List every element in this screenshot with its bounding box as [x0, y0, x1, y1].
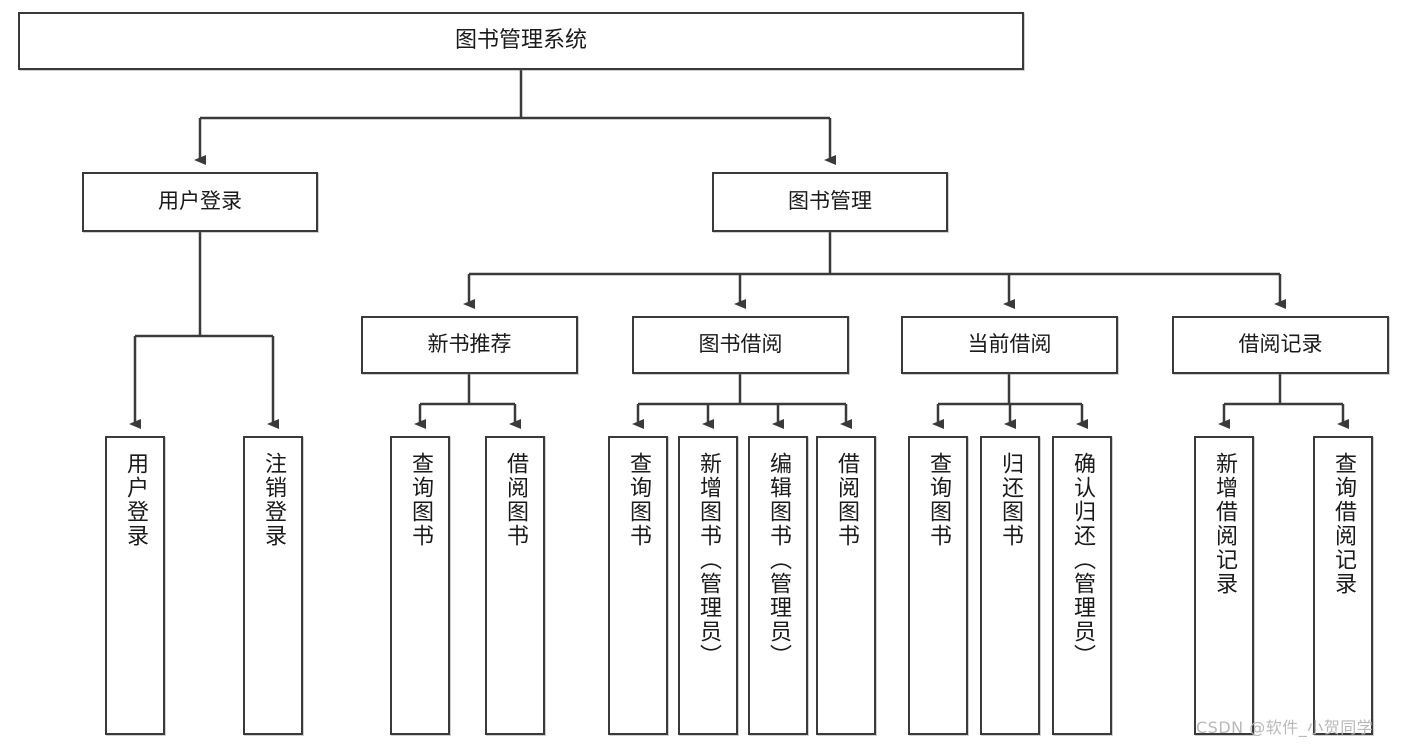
node-label: 图书管理系统	[454, 27, 587, 53]
node-label: 查询图书	[626, 452, 651, 548]
node-user-login[interactable]: 用户登录	[82, 172, 318, 232]
node-new-book-recommend[interactable]: 新书推荐	[361, 316, 578, 374]
leaf-user-login[interactable]: 用户登录	[105, 436, 165, 735]
leaf-add-borrow-record[interactable]: 新增借阅记录	[1194, 436, 1254, 735]
node-label: 借阅图书	[503, 452, 528, 548]
node-label: 查询借阅记录	[1331, 452, 1356, 596]
leaf-query-book-current[interactable]: 查询图书	[908, 436, 968, 735]
node-label: 图书管理	[788, 189, 872, 214]
leaf-logout[interactable]: 注销登录	[243, 436, 303, 735]
node-label: 编辑图书（管理员）	[766, 452, 791, 668]
node-label: 查询图书	[926, 452, 951, 548]
node-book-borrow[interactable]: 图书借阅	[632, 316, 849, 374]
node-label: 查询图书	[408, 452, 433, 548]
node-root[interactable]: 图书管理系统	[18, 12, 1024, 70]
node-label: 归还图书	[998, 452, 1023, 548]
node-label: 当前借阅	[967, 332, 1052, 357]
node-label: 借阅记录	[1238, 332, 1323, 357]
node-label: 新书推荐	[427, 332, 512, 357]
node-label: 新增借阅记录	[1212, 452, 1237, 596]
leaf-confirm-return-admin[interactable]: 确认归还（管理员）	[1052, 436, 1112, 735]
node-label: 图书借阅	[698, 332, 783, 357]
leaf-borrow-book[interactable]: 借阅图书	[816, 436, 876, 735]
node-label: 新增图书（管理员）	[696, 452, 721, 668]
node-label: 注销登录	[261, 452, 286, 548]
leaf-query-borrow-record[interactable]: 查询借阅记录	[1313, 436, 1373, 735]
leaf-query-book-borrow[interactable]: 查询图书	[608, 436, 668, 735]
leaf-edit-book-admin[interactable]: 编辑图书（管理员）	[748, 436, 808, 735]
node-label: 用户登录	[123, 452, 148, 548]
leaf-borrow-book-rec[interactable]: 借阅图书	[485, 436, 545, 735]
leaf-return-book[interactable]: 归还图书	[980, 436, 1040, 735]
leaf-query-book-rec[interactable]: 查询图书	[390, 436, 450, 735]
node-borrow-record[interactable]: 借阅记录	[1172, 316, 1389, 374]
leaf-add-book-admin[interactable]: 新增图书（管理员）	[678, 436, 738, 735]
node-label: 确认归还（管理员）	[1070, 452, 1095, 668]
watermark-text: CSDN @软件_小贺同学	[1196, 718, 1374, 737]
node-book-management[interactable]: 图书管理	[712, 172, 948, 232]
node-label: 用户登录	[158, 189, 242, 214]
node-label: 借阅图书	[834, 452, 859, 548]
node-current-borrow[interactable]: 当前借阅	[901, 316, 1118, 374]
